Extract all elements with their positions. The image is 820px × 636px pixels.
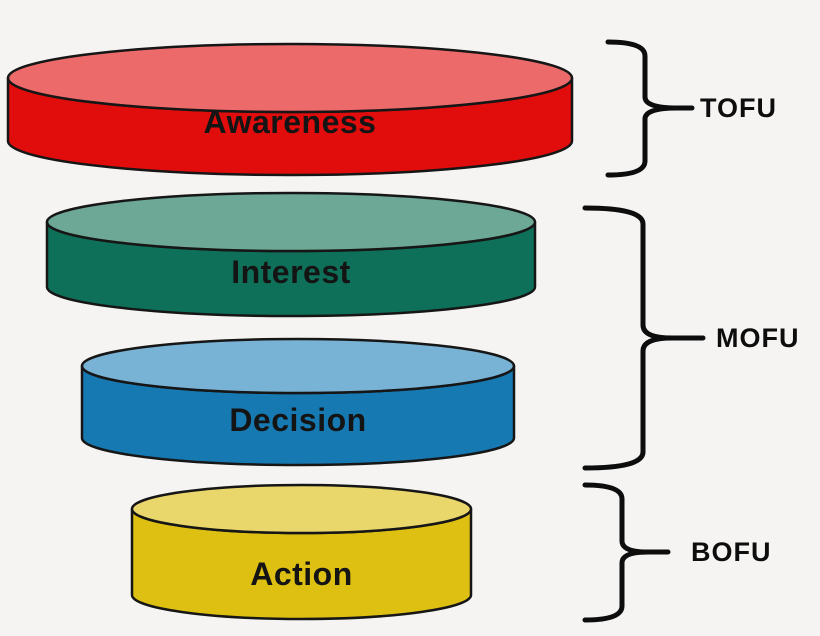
bracket-label-tofu: TOFU	[700, 93, 777, 123]
stage-label-action: Action	[250, 556, 353, 592]
mofu-bracket	[582, 205, 706, 471]
cylinder-decision-top	[80, 337, 516, 395]
cylinder-decision	[80, 337, 516, 467]
cylinder-action-top	[130, 483, 473, 535]
cylinder-awareness-top	[6, 42, 574, 114]
tofu-bracket	[605, 39, 695, 178]
bracket-label-bofu: BOFU	[691, 537, 772, 567]
stage-label-awareness: Awareness	[203, 104, 377, 140]
funnel-stage-action: Action	[130, 483, 473, 621]
cylinder-awareness	[6, 42, 574, 177]
cylinder-action	[130, 483, 473, 621]
funnel-stage-decision: Decision	[80, 337, 516, 467]
stage-label-interest: Interest	[231, 254, 351, 290]
cylinder-interest	[45, 191, 537, 318]
bofu-bracket	[582, 482, 671, 623]
bracket-label-mofu: MOFU	[716, 323, 800, 353]
funnel-stage-awareness: Awareness	[6, 42, 574, 177]
cylinder-interest-top	[45, 191, 537, 253]
funnel-stage-interest: Interest	[45, 191, 537, 318]
stage-label-decision: Decision	[229, 402, 367, 438]
